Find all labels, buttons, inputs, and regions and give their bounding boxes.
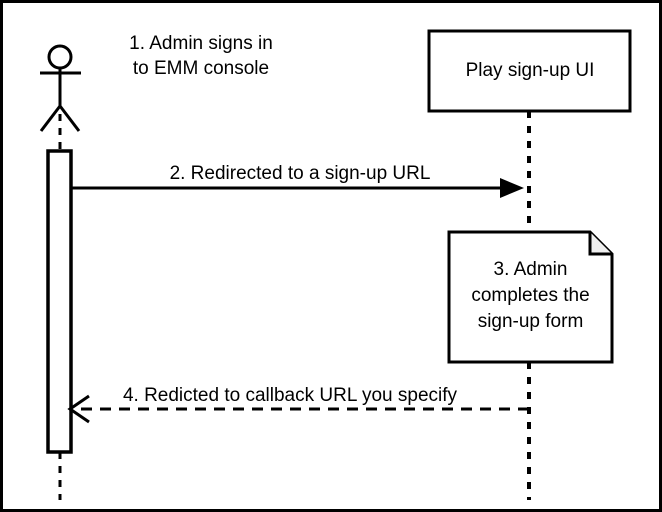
note-shape-admin-completes-form	[447, 230, 614, 364]
actor-activation-bar	[46, 149, 73, 454]
stick-figure-actor-icon	[39, 44, 81, 132]
note-text-line1: 3. Admin	[493, 259, 568, 280]
participant-box-play-signup-ui[interactable]	[427, 29, 632, 113]
note-text-line2: completes the	[471, 285, 590, 306]
message-2-label: 2. Redirected to a sign-up URL	[169, 163, 431, 184]
actor-caption-line1: 1. Admin signs in	[129, 33, 273, 54]
message-4-label: 4. Redicted to callback URL you specify	[122, 385, 458, 406]
note-text: 3. Admin completes the sign-up form	[449, 257, 612, 335]
message-2-arrow	[71, 178, 524, 198]
participant-label: Play sign-up UI	[465, 60, 595, 81]
actor-caption-line2: to EMM console	[132, 58, 270, 79]
note-text-line3: sign-up form	[477, 311, 584, 332]
actor-caption: 1. Admin signs in to EMM console	[95, 31, 307, 81]
message-4-arrow	[67, 394, 529, 424]
